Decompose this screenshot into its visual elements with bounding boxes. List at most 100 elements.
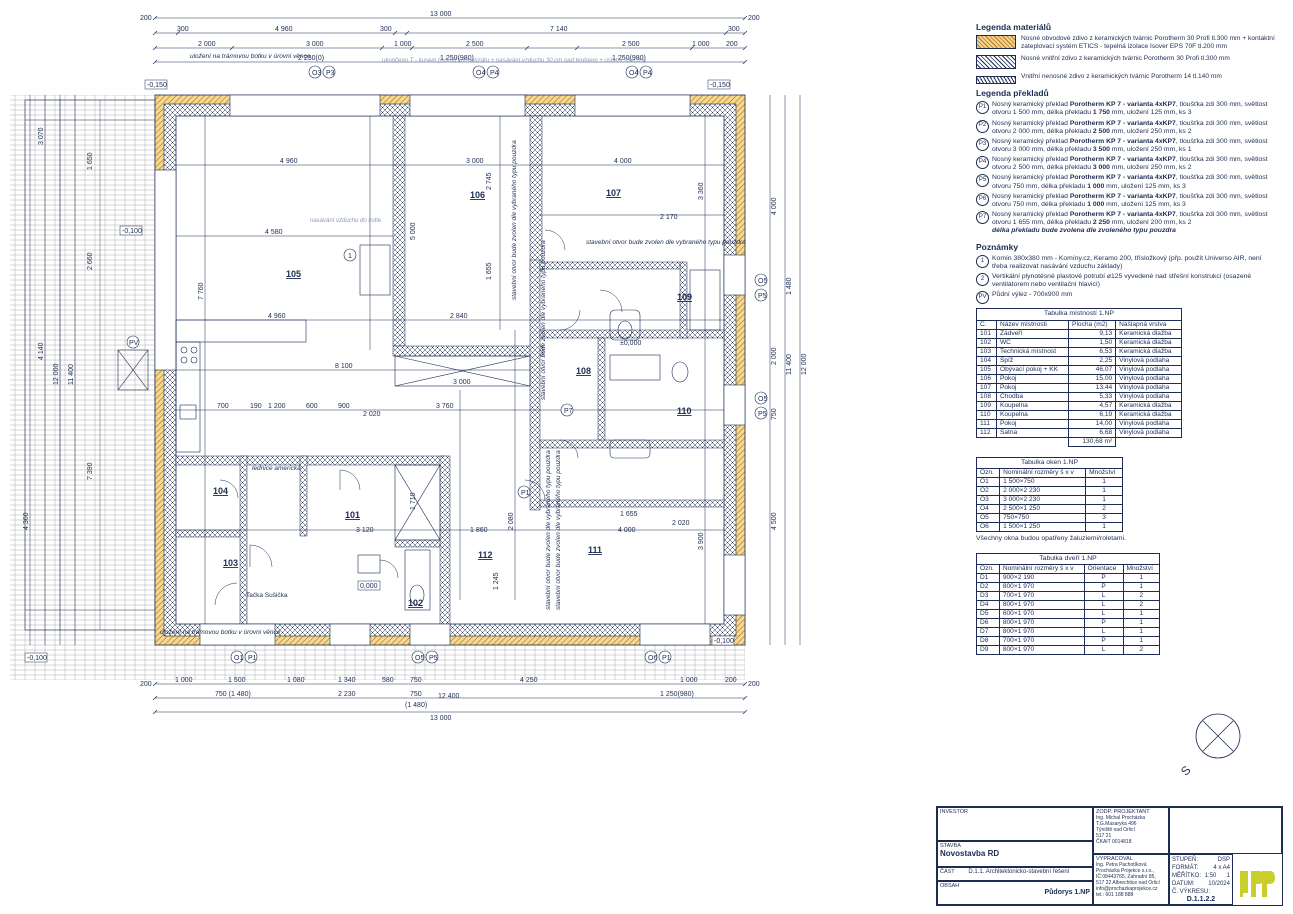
dim-right-0: 4 000 — [771, 197, 778, 215]
room-109: 109 — [677, 292, 692, 302]
tb-cast-label: ČÁST — [940, 869, 955, 875]
note-beam-top: uložení na trámovou botku v úrovni věnce — [190, 53, 311, 60]
dim-bot-r1-8: 200 — [725, 677, 737, 684]
doors-table-cell: 800×1 970 — [998, 644, 1085, 655]
windows-table-cell: O1 — [975, 476, 1001, 487]
dim-int-22: 5 000 — [410, 222, 417, 240]
tb-obsah: OBSAH Půdorys 1.NP — [937, 881, 1093, 905]
rooms-table-cell: Spíž — [995, 355, 1070, 366]
note-opening-3: stavební otvor bude zvolen dle vybraného… — [540, 240, 547, 400]
lintel-description: Nosný keramický překlad Porotherm KP 7 -… — [992, 101, 1268, 117]
level-markers — [24, 79, 735, 663]
svg-text:P7: P7 — [564, 408, 573, 415]
windows-table-cell: 1 — [1085, 521, 1123, 532]
dim-int-3: 4 580 — [265, 229, 283, 236]
rooms-table-cell: Zádveří — [995, 328, 1070, 339]
legend-material-3: Vnitřní nenosné zdivo z keramických tvár… — [976, 73, 1276, 84]
rooms-table-cell: WC — [995, 337, 1070, 348]
dim-int-11: 900 — [338, 403, 350, 410]
dim-int-14: 190 — [250, 403, 262, 410]
door-swings — [214, 229, 623, 606]
dim-bot-r2-2: 750 — [410, 691, 422, 698]
rooms-table-cell: 108 — [976, 391, 997, 402]
dim-int-1: 3 000 — [466, 158, 484, 165]
dim-int-8: 3 760 — [436, 403, 454, 410]
lintel-id-marker: P1 — [976, 101, 989, 115]
doors-table-cell: 800×1 970 — [998, 626, 1085, 637]
note-id-marker: 1 — [976, 254, 989, 268]
note-opening-2: stavební otvor bude zvolen dle vybraného… — [586, 239, 746, 246]
rooms-table-cell: 15,00 — [1068, 373, 1117, 384]
note-text: Komín 380x380 mm - Komíny.cz, Keramo 200… — [992, 254, 1262, 270]
interior-walls — [175, 115, 725, 625]
tb-meritko-value: 1:50 — [1204, 873, 1217, 879]
rooms-table-cell: 101 — [976, 328, 997, 339]
dim-int-12: 2 020 — [363, 411, 381, 418]
doors-table-cell: L — [1083, 644, 1124, 655]
svg-text:P1: P1 — [248, 655, 257, 662]
room-106: 106 — [470, 190, 485, 200]
dim-bot-r1-5: 750 — [410, 677, 422, 684]
tb-cv-label: Č. VÝKRESU: — [1172, 889, 1211, 895]
room-102: 102 — [408, 598, 423, 608]
room-104: 104 — [213, 486, 228, 496]
tb-meta: STUPEŇ: DSP FORMÁT: 4 x A4 MĚŘÍTKO: 1:50… — [1169, 854, 1233, 905]
tb-datum-row: DATUM: 10/2024 — [1172, 880, 1230, 888]
windows-table-caption: Tabulka oken 1.NP — [976, 456, 1123, 468]
windows-table-cell: 3 — [1085, 512, 1123, 523]
rooms-table-header-cell: Nášlapná vrstva — [1115, 319, 1182, 330]
lintel-id-marker: P4 — [976, 156, 989, 170]
tb-format-row: FORMÁT: 4 x A4 — [1172, 864, 1230, 872]
dim-bot-r1-3: 1 340 — [338, 677, 356, 684]
dim-top-r2-6: 200 — [726, 41, 738, 48]
dim-top-r2-4: 2 500 — [622, 41, 640, 48]
dim-int-10: 600 — [306, 403, 318, 410]
room-111: 111 — [588, 545, 602, 555]
dim-top-r1-4: 300 — [728, 26, 740, 33]
dim-top-r2-3: 2 500 — [466, 41, 484, 48]
windows-table-cell: 1 — [1085, 494, 1123, 505]
rooms-table-cell: Keramická dlažba — [1115, 346, 1182, 357]
svg-text:O4: O4 — [476, 70, 485, 77]
level-3: -0,100 — [27, 655, 47, 662]
svg-text:P1: P1 — [662, 655, 671, 662]
level-5: 0,000 — [360, 583, 378, 590]
rooms-table-header-cell: Plocha (m2) — [1068, 319, 1117, 330]
tb-stavba-label: STAVBA — [940, 843, 961, 849]
rooms-table-cell: Vinylová podlaha — [1115, 391, 1182, 402]
lintel-markers — [126, 65, 768, 664]
doors-table-header-cell: Ozn. — [976, 563, 1000, 574]
tb-stavba-value: Novostavba RD — [940, 849, 1000, 858]
tb-format-value: 4 x A4 — [1213, 865, 1230, 871]
dim-bot-r1-1: 1 500 — [228, 677, 246, 684]
svg-text:P3: P3 — [326, 70, 335, 77]
note-id-marker: 2 — [976, 273, 989, 287]
dim-right-5: 750 — [771, 408, 778, 420]
dim-bot-r1-6: 4 250 — [520, 677, 538, 684]
svg-text:O3: O3 — [312, 70, 321, 77]
legend-material-1-text: Nosné obvodové zdivo z keramických tvárn… — [1021, 35, 1275, 51]
dim-int-15: 3 120 — [356, 527, 374, 534]
doors-table-header-cell: Orientace — [1083, 563, 1124, 574]
doors-table-cell: D3 — [976, 590, 1000, 601]
dim-right-2: 12 000 — [801, 353, 808, 375]
tb-obsah-label: OBSAH — [940, 883, 960, 889]
windows-table-cell: 750×750 — [999, 512, 1087, 523]
dim-int-16: 1 860 — [470, 527, 488, 534]
rooms-table-cell: 5,33 — [1068, 391, 1117, 402]
rooms-table-cell: Pokoj — [995, 373, 1070, 384]
